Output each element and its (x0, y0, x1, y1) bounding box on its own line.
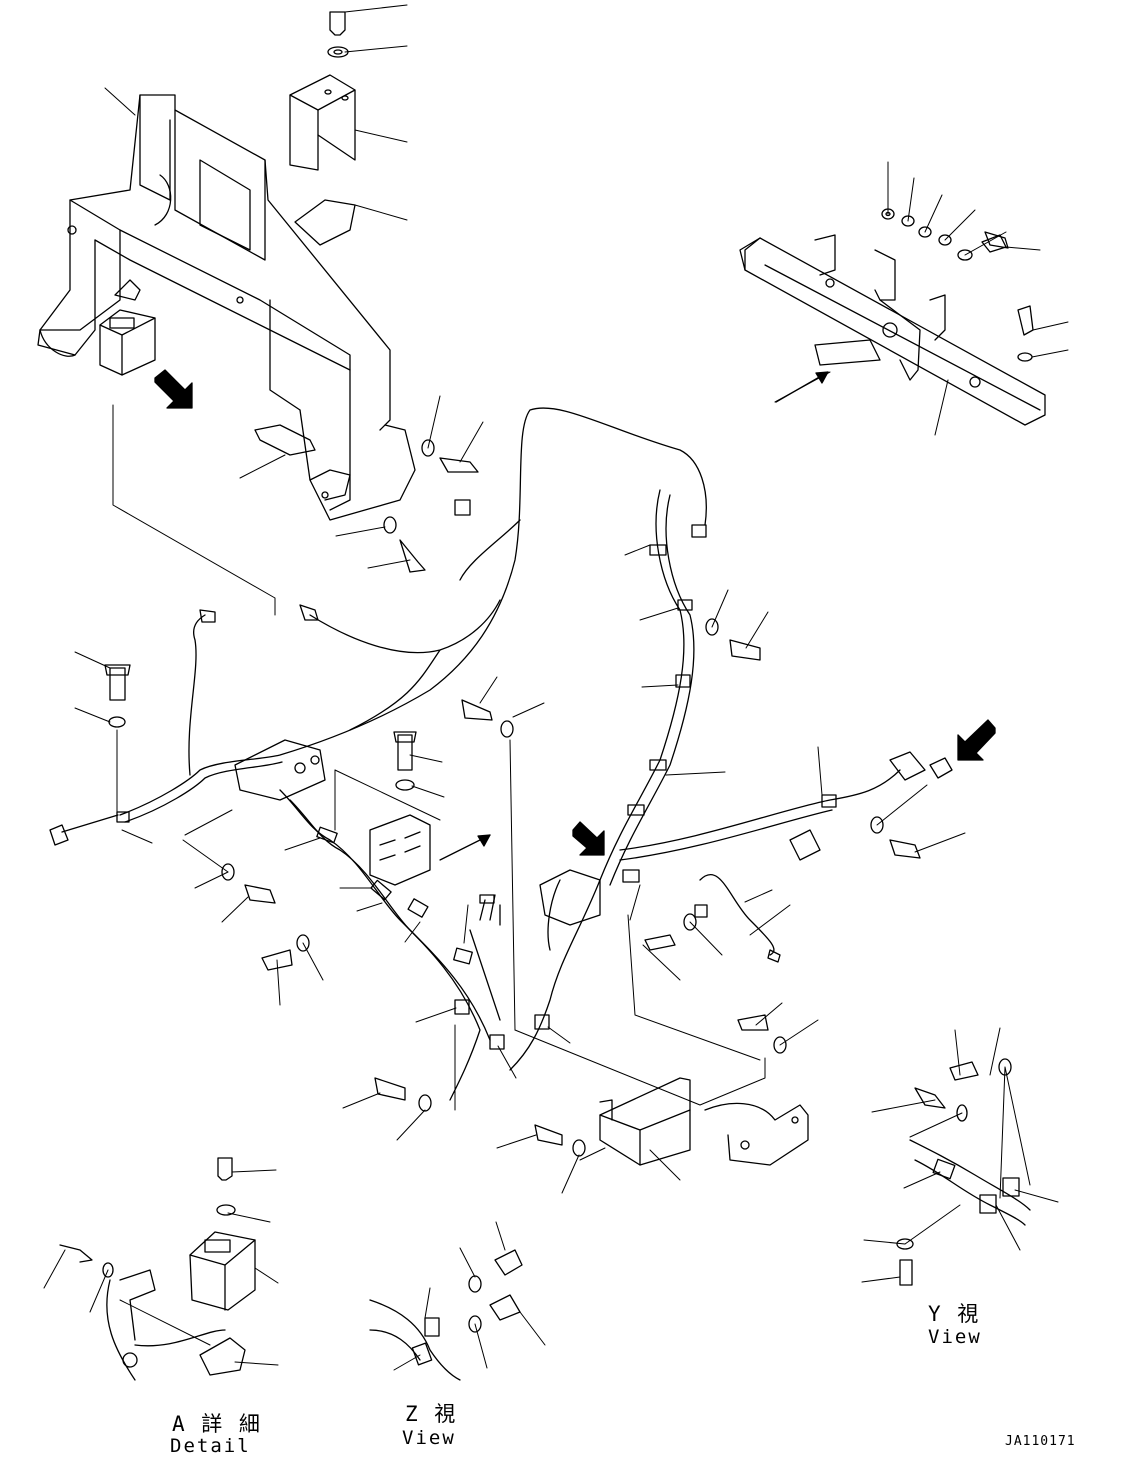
lower-bracket (599, 1077, 691, 1166)
detail-a-drawing (59, 1157, 256, 1381)
view-y-caption: View (928, 1326, 982, 1348)
drawing-code: JA110171 (1005, 1434, 1076, 1449)
frame-assembly (37, 94, 416, 521)
detail-a-label: A 詳 細 (172, 1412, 262, 1436)
relay-block-left (234, 739, 431, 886)
view-z-caption: View (402, 1427, 456, 1449)
fasteners (104, 231, 1009, 1157)
controller-box (99, 279, 156, 376)
view-z-drawing (369, 1249, 523, 1381)
small-bracket (254, 424, 316, 456)
direction-arrows (154, 369, 996, 861)
relay-block-right (539, 751, 953, 926)
end-bracket (704, 1102, 809, 1166)
detail-a-caption: Detail (170, 1435, 251, 1457)
leader-lines (43, 4, 1069, 1371)
view-y-label: Y 視 (928, 1302, 981, 1326)
cover-plate (289, 11, 356, 246)
harness-clamps (116, 544, 837, 1050)
wire-harness (49, 407, 901, 1101)
rail-bracket-assembly (739, 208, 1046, 426)
view-z-label: Z 視 (405, 1402, 458, 1426)
